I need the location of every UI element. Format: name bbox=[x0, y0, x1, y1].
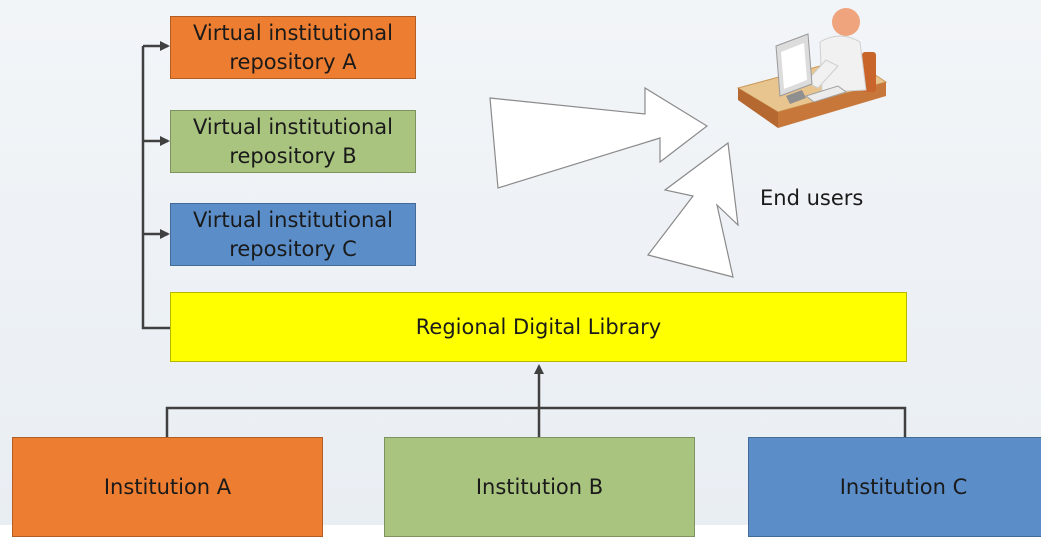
institution-c-label: Institution C bbox=[839, 474, 968, 499]
end-users-label: End users bbox=[760, 186, 864, 210]
repository-b-box: Virtual institutional repository B bbox=[170, 110, 416, 173]
user-at-computer-icon bbox=[736, 8, 888, 128]
repository-c-label: Virtual institutional repository C bbox=[193, 208, 393, 261]
block-arrow-lower bbox=[646, 141, 739, 278]
repository-a-box: Virtual institutional repository A bbox=[170, 16, 416, 79]
connector-lines bbox=[141, 41, 907, 437]
repository-a-label: Virtual institutional repository A bbox=[193, 21, 393, 74]
regional-digital-library-box: Regional Digital Library bbox=[170, 292, 907, 362]
institution-a-label: Institution A bbox=[103, 474, 232, 499]
regional-digital-library-label: Regional Digital Library bbox=[415, 314, 662, 339]
institution-c-box: Institution C bbox=[748, 437, 1041, 537]
repository-c-box: Virtual institutional repository C bbox=[170, 203, 416, 266]
institution-b-box: Institution B bbox=[384, 437, 695, 537]
institution-b-label: Institution B bbox=[475, 474, 604, 499]
institution-a-box: Institution A bbox=[12, 437, 323, 537]
repository-b-label: Virtual institutional repository B bbox=[193, 115, 393, 168]
block-arrow-upper bbox=[489, 86, 709, 189]
institutions-bus bbox=[165, 406, 907, 437]
